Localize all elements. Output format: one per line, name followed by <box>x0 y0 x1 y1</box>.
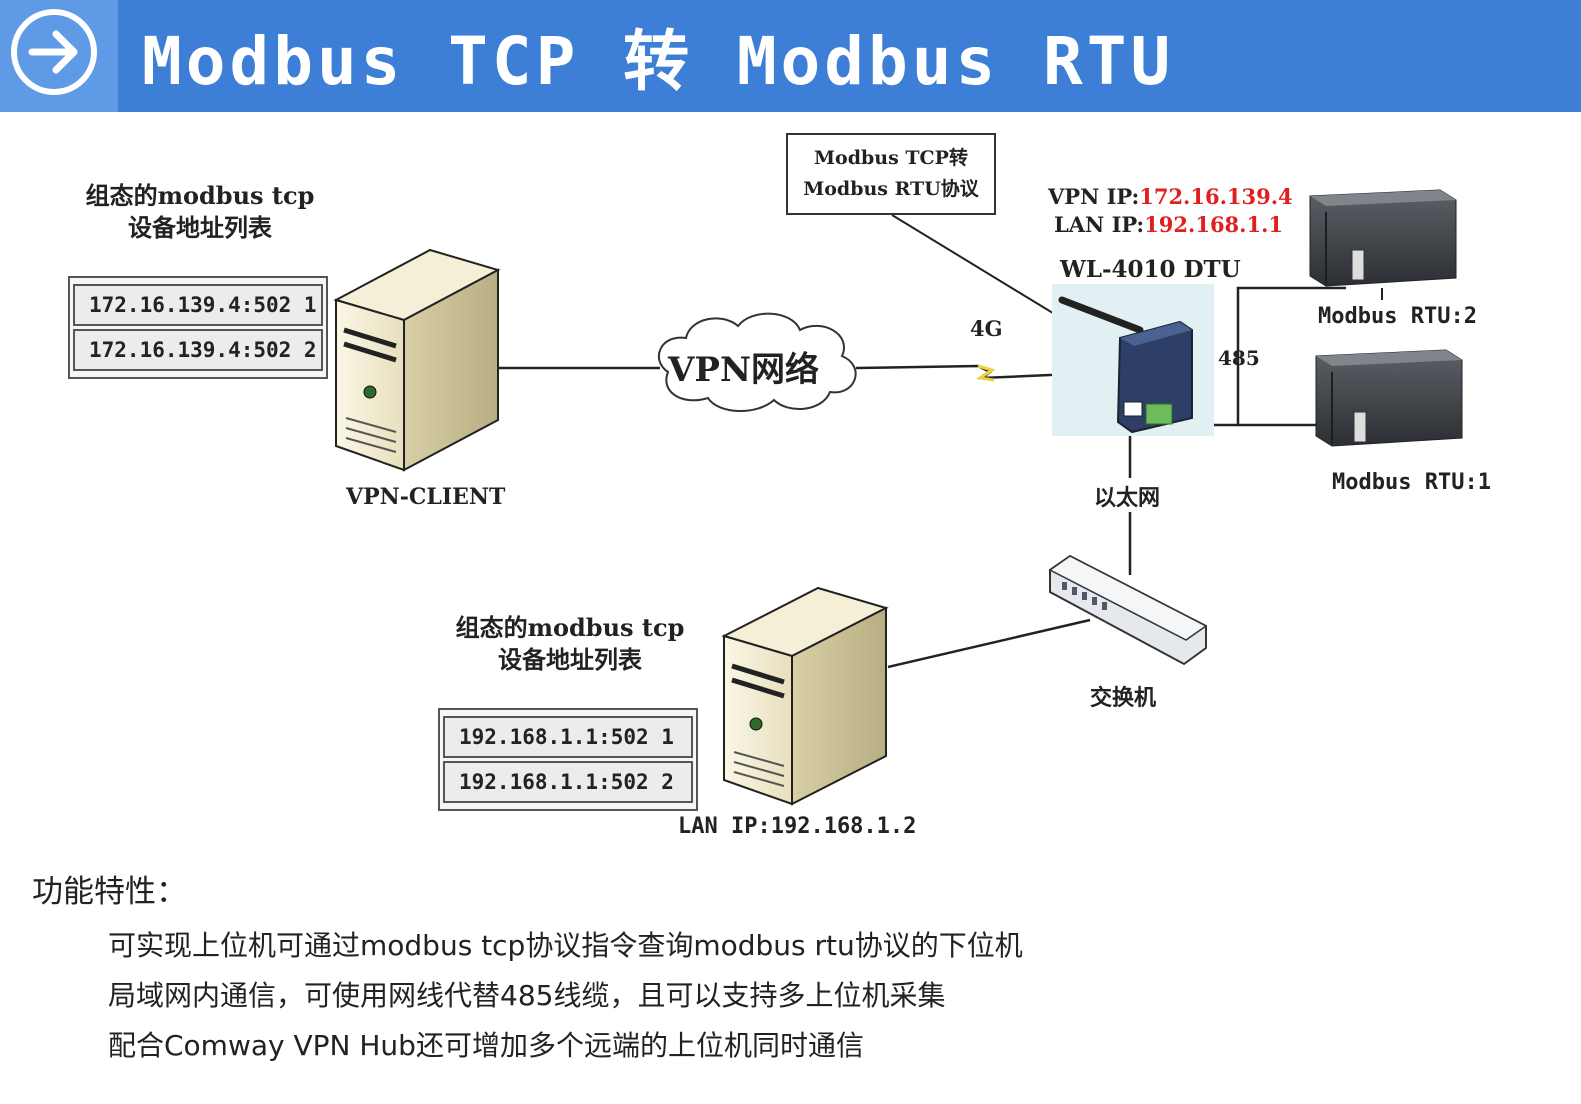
lan-ip-label: LAN IP: <box>1054 212 1145 237</box>
table-row: 172.16.139.4:502 2 <box>73 329 323 371</box>
lan-caption-line1: 组态的modbus tcp <box>455 613 685 642</box>
vpn-ip-line: VPN IP:172.16.139.4 <box>1048 184 1293 209</box>
ethernet-label: 以太网 <box>1094 485 1161 511</box>
signal-4g-label: 4G <box>970 316 1003 341</box>
lightning-icon <box>975 364 996 382</box>
vpn-cloud-icon <box>657 312 857 412</box>
vpn-ip-label: VPN IP: <box>1048 184 1140 209</box>
client-list-caption: 组态的modbus tcp 设备地址列表 <box>70 180 330 244</box>
lan-ip-value: 192.168.1.1 <box>1144 212 1284 237</box>
rtu-2-device-icon <box>1309 189 1457 287</box>
title-bar-icon-block <box>0 0 118 112</box>
lan-server-icon <box>721 586 889 806</box>
page-title: Modbus TCP 转 Modbus RTU <box>142 23 1175 100</box>
rtu-2-label: Modbus RTU:2 <box>1318 304 1477 329</box>
client-address-table: 172.16.139.4:502 1 172.16.139.4:502 2 <box>68 276 328 379</box>
lan-server-ip-label: LAN IP:192.168.1.2 <box>678 814 917 839</box>
table-row: 172.16.139.4:502 1 <box>73 284 323 326</box>
vpn-client-label: VPN-CLIENT <box>346 484 506 510</box>
lan-list-caption: 组态的modbus tcp 设备地址列表 <box>440 612 700 676</box>
feature-line: 配合Comway VPN Hub还可增加多个远端的上位机同时通信 <box>108 1029 864 1062</box>
feature-line: 局域网内通信，可使用网线代替485线缆，且可以支持多上位机采集 <box>108 979 946 1012</box>
lan-caption-line2: 设备地址列表 <box>498 645 642 674</box>
switch-device-icon <box>1048 554 1208 666</box>
dtu-model-label: WL-4010 DTU <box>1060 256 1241 283</box>
rtu-1-device-icon <box>1315 349 1463 447</box>
vpn-ip-value: 172.16.139.4 <box>1139 184 1293 209</box>
client-caption-line1: 组态的modbus tcp <box>85 181 315 210</box>
arrow-right-icon <box>11 9 97 95</box>
table-row: 192.168.1.1:502 2 <box>443 761 693 803</box>
vpn-network-label: VPN网络 <box>668 350 820 390</box>
server-to-switch-link <box>887 618 1091 669</box>
title-bar: Modbus TCP 转 Modbus RTU <box>0 0 1581 112</box>
vpn-client-server-icon <box>333 248 501 472</box>
rtu-1-label: Modbus RTU:1 <box>1332 470 1491 495</box>
rs485-bus-rtu2 <box>1192 286 1346 427</box>
rs485-label: 485 <box>1218 346 1260 370</box>
dtu-device-icon <box>1058 296 1193 434</box>
table-row: 192.168.1.1:502 1 <box>443 716 693 758</box>
switch-label: 交换机 <box>1090 685 1157 711</box>
features-title: 功能特性： <box>32 874 187 910</box>
protocol-line2: Modbus RTU协议 <box>803 178 979 200</box>
lan-ip-line: LAN IP:192.168.1.1 <box>1054 212 1283 237</box>
feature-line: 可实现上位机可通过modbus tcp协议指令查询modbus rtu协议的下位… <box>108 929 1023 962</box>
client-caption-line2: 设备地址列表 <box>128 213 272 242</box>
protocol-line1: Modbus TCP转 <box>814 147 968 169</box>
protocol-callout-box: Modbus TCP转 Modbus RTU协议 <box>786 133 996 215</box>
lan-address-table: 192.168.1.1:502 1 192.168.1.1:502 2 <box>438 708 698 811</box>
